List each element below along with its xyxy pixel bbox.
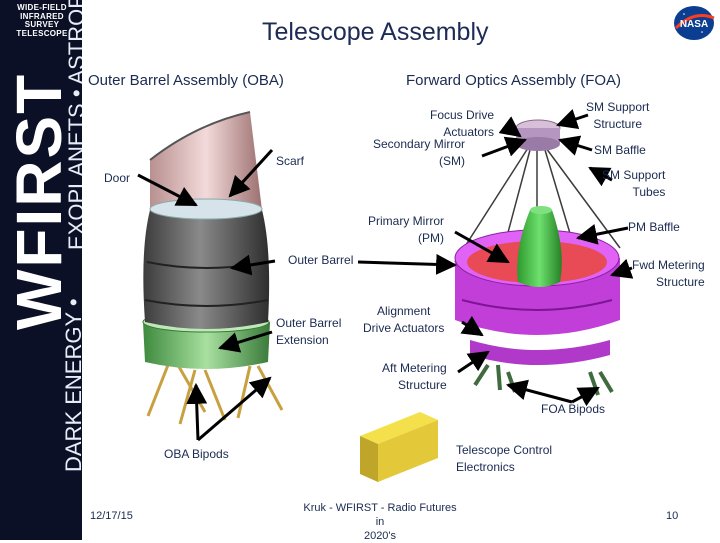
aft-metering-label: Aft Metering Structure [382,360,447,394]
foa-bipods-label: FOA Bipods [541,401,605,418]
sm-support-structure-label: SM Support Structure [586,99,649,133]
fwd-metering-label: Fwd Metering Structure [632,257,705,291]
telescope-control-label: Telescope Control Electronics [456,442,552,476]
outer-barrel [143,210,269,329]
outer-barrel-extension-label: Outer Barrel Extension [276,315,341,349]
alignment-drive-label: Alignment Drive Actuators [363,303,444,337]
scarf [150,112,262,219]
secondary-mirror-assembly [516,120,560,151]
pm-baffle-label: PM Baffle [628,219,680,236]
telescope-control-electronics-box [360,412,438,482]
footer-center: Kruk - WFIRST - Radio Futures in 2020's [300,501,460,543]
secondary-mirror-label: Secondary Mirror (SM) [373,136,465,170]
primary-mirror-label: Primary Mirror (PM) [368,213,444,247]
sm-baffle-label: SM Baffle [594,142,646,159]
sm-support-tubes-label: SM Support Tubes [602,167,665,201]
oba-bipods-label: OBA Bipods [164,446,229,463]
foa-heading: Forward Optics Assembly (FOA) [406,72,621,89]
door-label: Door [104,170,130,187]
pm-baffle [517,206,562,287]
oba-bipods [148,365,282,424]
page-number: 10 [666,509,678,523]
scarf-label: Scarf [276,153,304,170]
oba-heading: Outer Barrel Assembly (OBA) [88,72,284,89]
outer-barrel-label: Outer Barrel [288,252,353,269]
footer-date: 12/17/15 [90,509,133,523]
